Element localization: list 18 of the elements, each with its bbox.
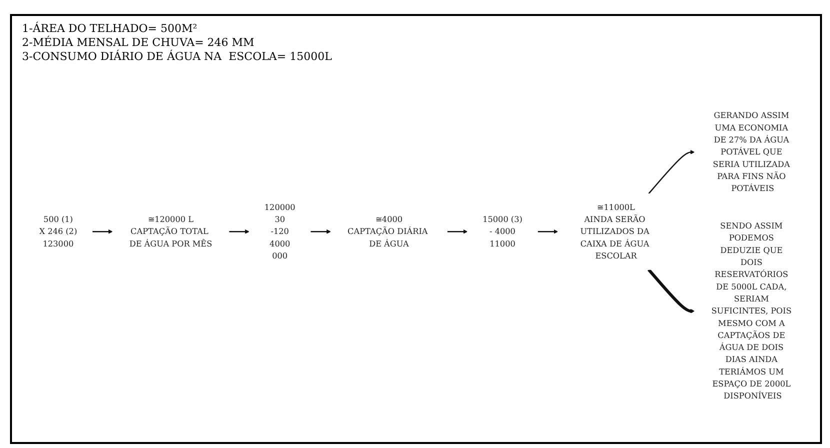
- arrow: [648, 150, 695, 194]
- note-text: 2-MÉDIA MENSAL DE CHUVA= 246 MM: [22, 36, 256, 50]
- node-text: ≅4000 CAPTAÇÃO DIÁRIA DE ÁGUA: [348, 214, 428, 248]
- node-text: 120000 30 -120 4000 000: [264, 202, 296, 261]
- node-text: 15000 (3) - 4000 11000: [482, 214, 522, 248]
- node-text: ≅11000L AINDA SERÃO UTILIZADOS DA CAIXA DE ÁGUA ESCOLAR: [580, 202, 650, 261]
- arrow: [648, 268, 695, 314]
- arrow: [447, 229, 468, 234]
- arrow: [228, 229, 250, 234]
- arrow: [538, 229, 558, 234]
- arrow: [92, 229, 113, 234]
- node-text: 500 (1) X 246 (2) 123000: [39, 214, 78, 248]
- note-text: 3-CONSUMO DIÁRIO DE ÁGUA NA ESCOLA= 15000L: [22, 50, 332, 64]
- note-text: 1-ÁREA DO TELHADO= 500M²: [22, 22, 198, 36]
- node-text: GERANDO ASSIM UMA ECONOMIA DE 27% DA ÁGUA POTÁVEL QUE SERIA UTILIZADA PARA FINS NÃO POTÁVEIS: [712, 110, 790, 194]
- arrow: [310, 229, 331, 234]
- node-text: SENDO ASSIM PODEMOS DEDUZIE QUE DOIS RESERVATÓRIOS DE 5000L CADA, SERIAM SUFICINTES, POIS MESMO COM A CAPTAÇÃOS DE ÁGUA DE DOIS DIAS AINDA TERIÁMOS UM ESPAÇO DE 2000L DISPONÍVEIS: [711, 221, 792, 401]
- node-text: ≅120000 L CAPTAÇÃO TOTAL DE ÁGUA POR MÊS: [129, 214, 212, 248]
